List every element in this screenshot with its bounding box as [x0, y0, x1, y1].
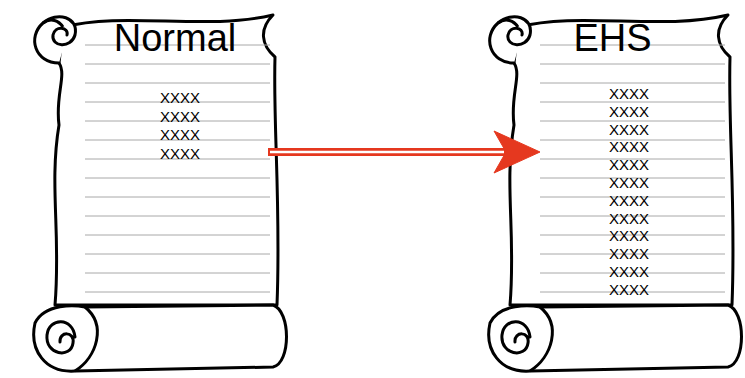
- scroll-node: EHSXXXXXXXXXXXXXXXXXXXXXXXXXXXXXXXXXXXXX…: [540, 5, 740, 375]
- scroll-line: XXXX: [604, 263, 654, 281]
- scroll-line: XXXX: [604, 174, 654, 192]
- scroll-line: XXXX: [604, 121, 654, 139]
- arrow-shaft: [268, 148, 506, 156]
- scroll-heading: EHS: [540, 17, 685, 59]
- scroll-node: NormalXXXXXXXXXXXXXXXX: [15, 5, 268, 375]
- scroll-line: XXXX: [155, 145, 205, 164]
- scroll-line: XXXX: [604, 192, 654, 210]
- scroll-line: XXXX: [604, 85, 654, 103]
- flow-arrow: [268, 131, 540, 173]
- scroll-heading: Normal: [95, 17, 255, 59]
- scroll-line: XXXX: [604, 156, 654, 174]
- scroll-line: XXXX: [155, 89, 205, 108]
- scroll-line: XXXX: [604, 227, 654, 245]
- arrow-head: [494, 131, 540, 173]
- scroll-line: XXXX: [155, 108, 205, 127]
- arrow-shaft-gap: [270, 151, 504, 154]
- scroll-line: XXXX: [604, 245, 654, 263]
- scroll-outline: [489, 15, 742, 371]
- scroll-outline: [34, 15, 287, 371]
- scroll-line: XXXX: [155, 126, 205, 145]
- scroll-line: XXXX: [604, 281, 654, 299]
- scroll-line: XXXX: [604, 138, 654, 156]
- scroll-line: XXXX: [604, 103, 654, 121]
- scroll-line: XXXX: [604, 210, 654, 228]
